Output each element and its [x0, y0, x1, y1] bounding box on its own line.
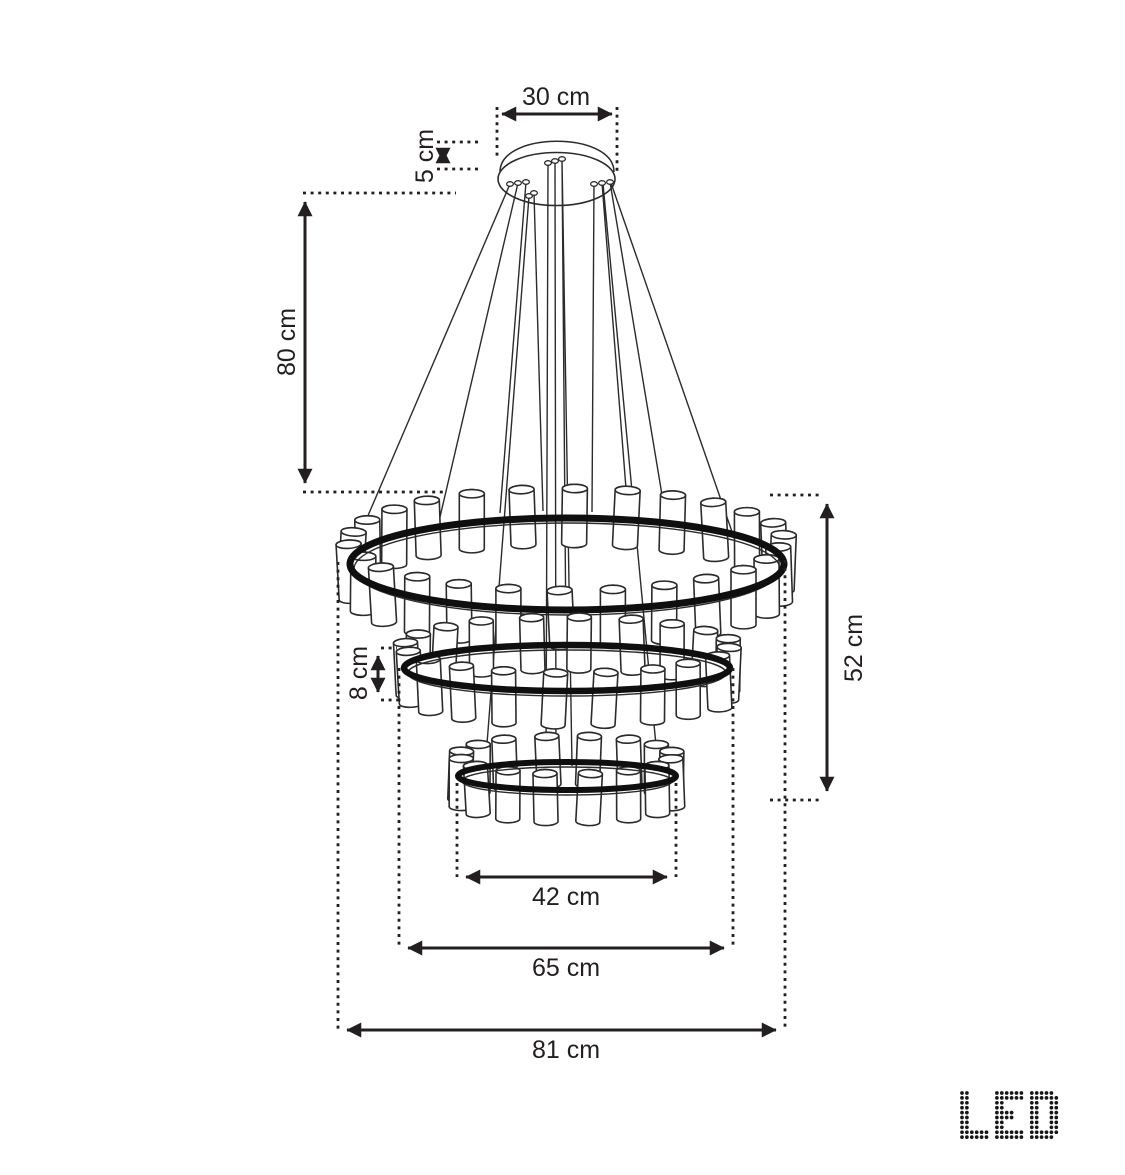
cable-lines [351, 158, 739, 768]
suspension-cables [351, 156, 739, 768]
dim-label-small-ring: 42 cm [532, 883, 600, 911]
dim-label-middle-ring: 65 cm [532, 954, 600, 982]
shade-cylinder [495, 583, 522, 649]
attachment-dot [605, 179, 615, 185]
attachment-dot [550, 158, 560, 164]
shade-cylinder [730, 564, 757, 630]
dim-canopy-height: 5 cm [411, 129, 480, 183]
extension-line [381, 646, 399, 702]
attachment-dot [529, 190, 539, 196]
dim-drop-height: 80 cm [273, 191, 456, 494]
attachment-dot [505, 181, 515, 187]
ring-band [455, 759, 679, 793]
shade-cylinder [448, 661, 477, 723]
shade-cylinder [575, 768, 604, 827]
shade-cylinder [403, 571, 431, 637]
canopy-bottom-face [497, 151, 616, 207]
ring-middle [392, 612, 742, 730]
shade-cylinder [615, 765, 642, 824]
dim-label-canopy-width: 30 cm [522, 83, 590, 111]
extension-line [455, 783, 678, 877]
ceiling-canopy [497, 140, 616, 207]
extension-line [303, 191, 456, 494]
shade-cylinder [490, 665, 517, 728]
shade-cylinder [532, 768, 559, 827]
attachment-dot [589, 181, 599, 187]
ring-band [400, 641, 734, 695]
extension-line [495, 107, 619, 174]
cable-attachment-dots [505, 156, 615, 199]
extension-line [770, 493, 822, 802]
attachment-dot [513, 180, 523, 186]
dim-shade-height: 8 cm [345, 646, 399, 702]
dim-label-fixture-height: 52 cm [840, 614, 868, 682]
shade-cylinder [540, 668, 569, 730]
extension-line [336, 560, 787, 1030]
ring-small [446, 731, 686, 827]
shade-cylinder [675, 658, 702, 721]
attachment-dot [597, 180, 607, 186]
dim-large-ring: 81 cm [336, 560, 787, 1064]
ring-large [335, 483, 798, 651]
dim-label-shade-height: 8 cm [345, 646, 373, 700]
canopy-body [499, 140, 615, 173]
extension-line [397, 668, 735, 948]
dim-label-drop-height: 80 cm [273, 308, 301, 376]
ring-band [346, 514, 788, 614]
dim-small-ring: 42 cm [455, 783, 678, 911]
dim-canopy-width: 30 cm [495, 83, 619, 174]
attachment-dot [543, 160, 553, 166]
dim-fixture-height: 52 cm [770, 493, 868, 802]
shade-cylinder [753, 554, 781, 619]
dim-label-large-ring: 81 cm [532, 1036, 600, 1064]
attachment-dot [521, 179, 531, 185]
dim-middle-ring: 65 cm [397, 668, 735, 982]
led-logo [960, 1091, 1059, 1139]
dim-label-canopy-height: 5 cm [411, 129, 439, 183]
attachment-dot [557, 156, 567, 162]
shade-cylinder [494, 765, 521, 824]
shade-cylinder [590, 667, 619, 730]
shade-cylinder [639, 664, 666, 726]
shade-cylinder [367, 562, 398, 628]
